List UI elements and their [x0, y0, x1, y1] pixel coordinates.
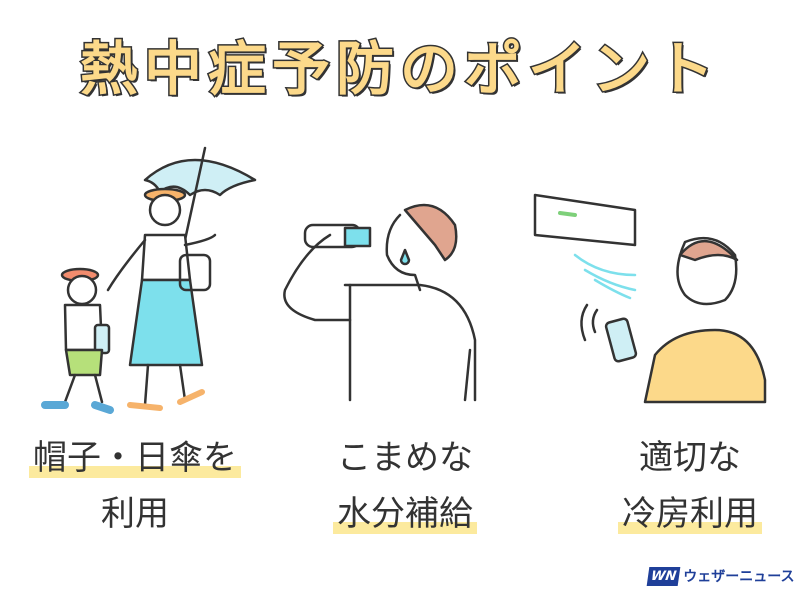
caption-line2: 水分補給: [333, 494, 477, 534]
air-conditioner-illustration: [533, 193, 767, 404]
caption-line2: 利用: [101, 494, 169, 534]
logo-text: ウェザーニュース: [683, 569, 795, 585]
weathernews-logo: WN ウェザーニュース: [646, 566, 795, 586]
caption-line1: こまめな: [337, 438, 473, 478]
point-caption-sun-protection: 帽子・日傘を 利用: [0, 430, 275, 542]
drinking-water-illustration: [283, 203, 477, 402]
point-caption-hydration: こまめな 水分補給: [265, 430, 545, 542]
point-caption-air-conditioning: 適切な 冷房利用: [550, 430, 800, 542]
caption-line1: 適切な: [639, 438, 741, 478]
logo-mark: WN: [646, 566, 681, 586]
parasol-family-illustration: [41, 146, 257, 414]
page-title: 熱中症予防のポイント: [78, 34, 720, 105]
caption-line2: 冷房利用: [618, 494, 762, 534]
caption-line1: 帽子・日傘を: [29, 438, 241, 478]
